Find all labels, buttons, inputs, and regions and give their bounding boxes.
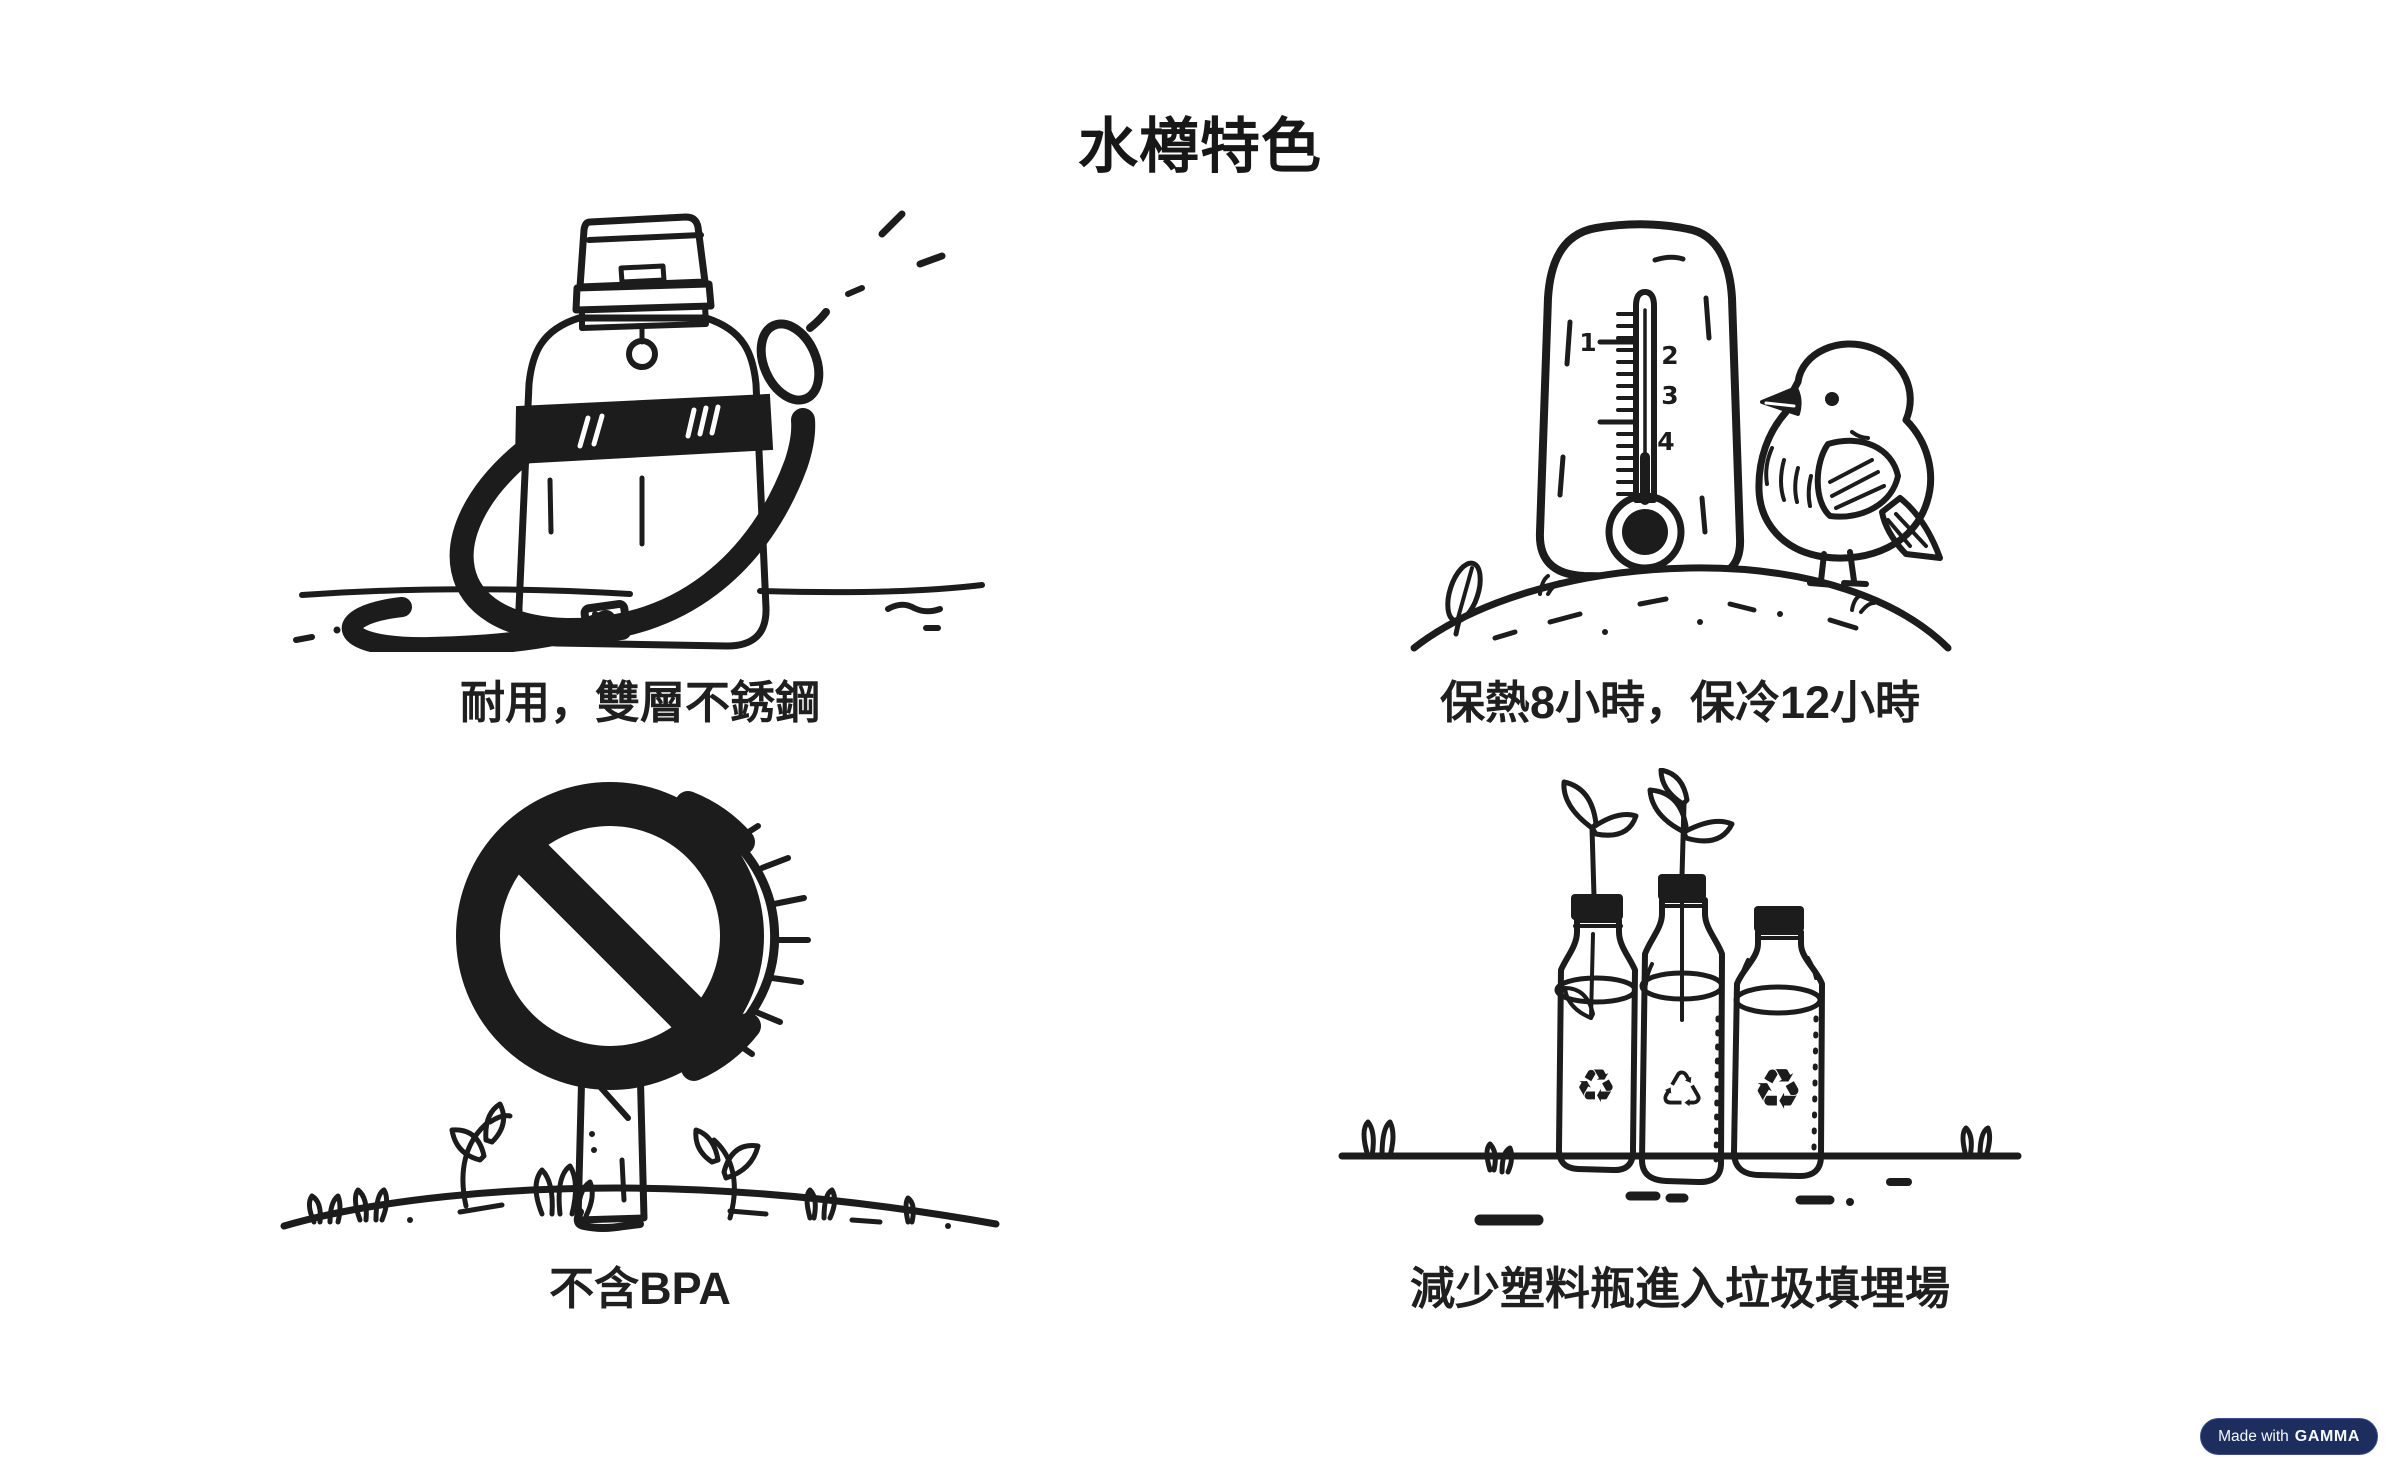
- prohibition-sign-illustration: [280, 782, 1000, 1232]
- feature-card-bpa-free: 不含BPA: [140, 768, 1140, 1317]
- strap-on-ground: [341, 597, 632, 652]
- thermometer-ticks: [1597, 312, 1637, 496]
- thermometer-scale: 1 2 3 4: [1579, 328, 1678, 456]
- carabiner-icon: [756, 308, 830, 405]
- shoulder-strap: [449, 408, 816, 643]
- feature-card-durable: 耐用，雙層不銹鋼: [140, 202, 1140, 731]
- sparkle-icon: [845, 210, 946, 297]
- stainless-bottle-illustration: [293, 210, 985, 652]
- feature-card-insulation: 1 2 3 4: [1180, 202, 2180, 731]
- grass-tufts: [1538, 574, 1876, 614]
- prohibition-sign-icon: [456, 782, 811, 1090]
- recycle-outline-icon: ♺: [1660, 1061, 1705, 1119]
- bottle-cap: [1754, 906, 1804, 932]
- svg-text:3: 3: [1661, 381, 1678, 410]
- bottle-cap: [1571, 894, 1623, 920]
- bottle-middle: ♺: [1639, 768, 1735, 1186]
- bottle-left: ♻: [1554, 779, 1639, 1174]
- feature-caption-bpa-free: 不含BPA: [549, 1263, 731, 1314]
- feature-card-eco: ♻ ♻ ♺: [1180, 768, 2180, 1317]
- recycle-icon: ♻: [1753, 1058, 1803, 1123]
- badge-prefix: Made with: [2218, 1427, 2289, 1445]
- leaf-sprig-left: [449, 1101, 513, 1209]
- ground-dashes: [1474, 1178, 1912, 1226]
- bottle-cap: [1658, 874, 1706, 900]
- leaf-sprig-right: [693, 1127, 761, 1221]
- leaf-icon: [1445, 560, 1483, 637]
- bottle-right: ♻: [1731, 906, 1825, 1180]
- bottle-body: [514, 213, 774, 650]
- svg-text:4: 4: [1657, 427, 1674, 456]
- thermometer-bird-illustration: 1 2 3 4: [1410, 220, 1952, 652]
- gamma-logo: GAMMA: [2294, 1427, 2360, 1445]
- feature-caption-durable: 耐用，雙層不銹鋼: [459, 677, 820, 728]
- beak-icon: [1760, 386, 1802, 416]
- recycle-bottles-illustration: ♻ ♻ ♺: [1338, 768, 2022, 1226]
- grass-tufts: [1361, 1119, 1993, 1175]
- feature-caption-insulation: 保熱8小時，保冷12小時: [1439, 677, 1921, 728]
- bird: [1755, 340, 1943, 588]
- plants: [306, 1101, 916, 1225]
- feature-caption-eco: 減少塑料瓶進入垃圾填埋場: [1409, 1263, 1950, 1314]
- recycle-icon: ♻: [1575, 1059, 1616, 1113]
- svg-text:1: 1: [1579, 328, 1596, 357]
- page-title: 水樽特色: [1078, 113, 1322, 180]
- mound: [1410, 560, 1952, 652]
- made-with-gamma-badge[interactable]: Made with GAMMA: [2200, 1418, 2378, 1455]
- svg-text:2: 2: [1661, 341, 1678, 370]
- ground-texture: [407, 1202, 951, 1229]
- bird-eye: [1825, 392, 1839, 406]
- thermometer: 1 2 3 4: [1535, 220, 1745, 583]
